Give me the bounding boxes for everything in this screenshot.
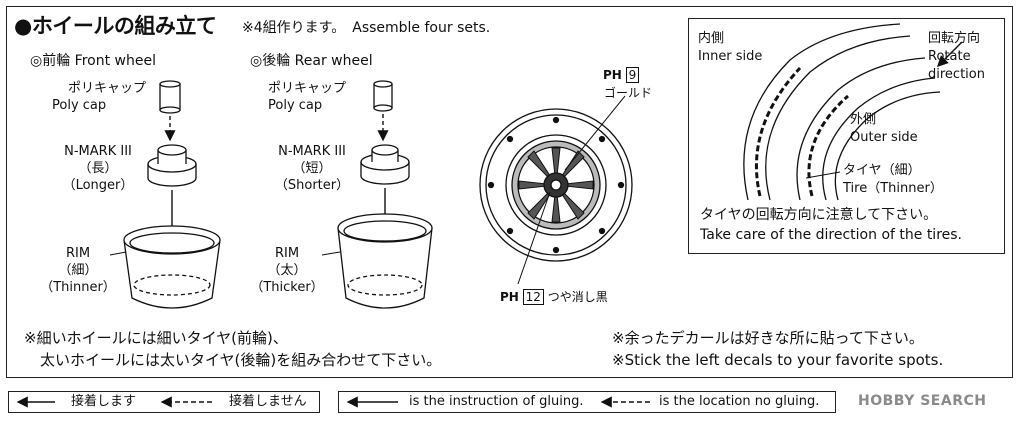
- brand-logo: HOBBY SEARCH: [858, 393, 987, 409]
- front-nmark-part: [147, 144, 197, 187]
- paint-black-code: PH 12 つや消し黒: [500, 289, 608, 305]
- rear-polycap-part: [373, 80, 393, 112]
- note-left-2: 太いホイールには太いタイヤ(後輪)を組み合わせて下さい。: [40, 351, 442, 369]
- rear-rim-leader: [321, 251, 341, 256]
- inset-caption-en: Take care of the direction of the tires.: [700, 227, 963, 243]
- tire-leader: [805, 171, 841, 179]
- rear-nmark-label: N-MARK III: [278, 144, 346, 159]
- front-polycap-label-jp: ポリキャップ: [68, 81, 147, 96]
- page-title: ●ホイールの組み立て: [14, 14, 217, 38]
- paint-gold-leader: [564, 95, 626, 171]
- front-rim-size-jp: （細）: [58, 263, 98, 278]
- outer-side-jp: 外側: [850, 112, 877, 127]
- tire-direction-inset: [688, 18, 1005, 254]
- rear-rim-size-en: （Thicker）: [250, 280, 324, 295]
- note-left-1: ※細いホイールには細いタイヤ(前輪)、: [24, 329, 288, 347]
- legend-jp-noglue: 接着しません: [229, 394, 307, 409]
- front-rim-leader: [109, 251, 127, 256]
- legend-jp: 接着します 接着しません: [8, 391, 320, 413]
- rear-rim-part: [337, 213, 433, 309]
- front-nmark-size-en: （Longer）: [62, 178, 134, 193]
- inset-caption-jp: タイヤの回転方向に注意して下さい。: [700, 207, 938, 223]
- legend-en: is the instruction of gluing. is the loc…: [338, 391, 836, 413]
- rear-nmark-part: [360, 144, 410, 185]
- rotate-direction-jp: 回転方向: [928, 31, 981, 46]
- rear-polycap-label-en: Poly cap: [268, 98, 323, 113]
- rear-rim-size-jp: （太）: [267, 263, 307, 278]
- wheel-front-view: [479, 108, 633, 262]
- legend-jp-glue: 接着します: [71, 394, 137, 409]
- rotate-direction-en2: direction: [928, 67, 985, 82]
- rotate-arrow: [937, 41, 963, 67]
- front-polycap-part: [159, 80, 181, 114]
- rear-wheel-header: ◎後輪 Rear wheel: [250, 53, 373, 69]
- front-wheel-header: ◎前輪 Front wheel: [30, 53, 156, 69]
- legend-en-glue: is the instruction of gluing.: [409, 394, 584, 409]
- rear-nmark-size-jp: （短）: [292, 161, 332, 176]
- inner-side-en: Inner side: [698, 49, 763, 64]
- tire-label-jp: タイヤ（細）: [843, 163, 921, 178]
- paint-gold-name: ゴールド: [604, 86, 653, 100]
- front-rim-part: [123, 225, 221, 309]
- paint-gold-code: PH 9: [603, 67, 640, 83]
- rear-nmark-size-en: （Shorter）: [274, 178, 350, 193]
- note-right-1: ※余ったデカールは好きな所に貼って下さい。: [612, 329, 924, 347]
- note-right-2: ※Stick the left decals to your favorite …: [612, 351, 944, 369]
- tire-sketch: [743, 23, 941, 201]
- front-nmark-size-jp: （長）: [78, 161, 118, 176]
- tire-label-en: Tire（Thinner）: [843, 181, 943, 196]
- outer-side-en: Outer side: [850, 130, 918, 145]
- inner-side-jp: 内側: [698, 31, 725, 46]
- page-subtitle: ※4組作ります。 Assemble four sets.: [242, 20, 491, 36]
- front-rim-size-en: （Thinner）: [40, 280, 116, 295]
- front-rim-label: RIM: [65, 246, 91, 261]
- rear-rim-label: RIM: [274, 246, 300, 261]
- rear-polycap-label-jp: ポリキャップ: [268, 81, 347, 96]
- legend-en-noglue: is the location no gluing.: [659, 394, 820, 409]
- front-nmark-label: N-MARK III: [64, 144, 132, 159]
- paint-black-leader: [517, 191, 551, 285]
- instruction-frame: [6, 6, 1013, 378]
- front-polycap-label-en: Poly cap: [52, 98, 107, 113]
